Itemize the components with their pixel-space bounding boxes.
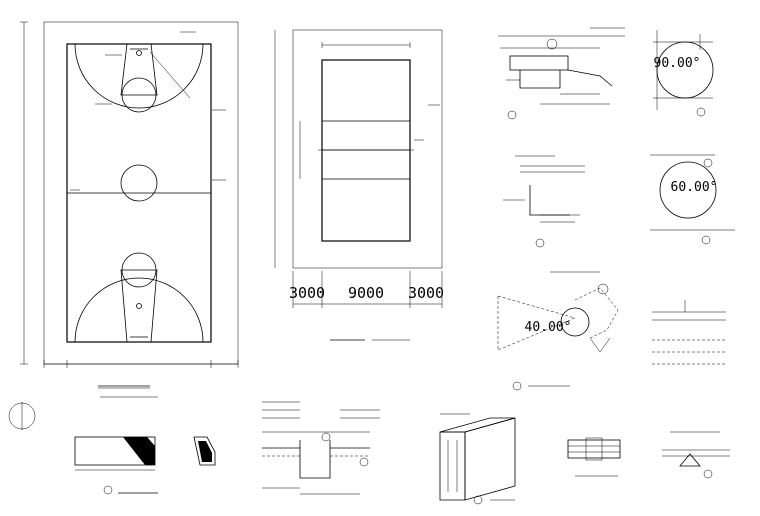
top-radius-dim xyxy=(149,51,191,99)
dim-center-9000: 9000 xyxy=(348,284,384,302)
bottom-hoop xyxy=(136,303,142,309)
detail-7 xyxy=(662,431,730,479)
detail-1-marker xyxy=(507,110,517,120)
surface-layer-detail xyxy=(652,300,726,365)
trench-cover-axonometric xyxy=(439,413,516,505)
goal-detail-marker xyxy=(103,485,113,495)
detail-6-sector: 40.00° xyxy=(497,271,619,391)
detail-2-circle: 90.00° xyxy=(653,30,714,117)
volleyball-outer-border xyxy=(292,29,443,269)
court-center-circle xyxy=(120,164,158,202)
detail-4-circle: 60.00° xyxy=(650,154,735,245)
trench-marker xyxy=(473,495,483,505)
angle-40: 40.00° xyxy=(525,320,572,335)
north-arrow xyxy=(8,402,36,430)
detail-3-curb-section xyxy=(503,155,585,248)
top-hoop xyxy=(136,50,142,56)
top-three-point-arc xyxy=(74,43,204,109)
dim-left-3000: 3000 xyxy=(289,284,325,302)
detail-7-marker xyxy=(703,469,713,479)
drain-grate-plan xyxy=(567,437,621,477)
bottom-key-lane xyxy=(120,269,158,343)
top-free-throw-circle xyxy=(121,77,157,113)
angle-90: 90.00° xyxy=(654,56,701,71)
basketball-court-plan xyxy=(20,21,239,398)
goal-side-section xyxy=(193,436,216,466)
dim-right-3000: 3000 xyxy=(408,284,444,302)
detail-5-marker xyxy=(359,457,369,467)
detail-2-marker xyxy=(696,107,706,117)
sector-wedge xyxy=(497,295,576,351)
bottom-three-point-arc xyxy=(74,277,204,343)
angle-60: 60.00° xyxy=(671,180,718,195)
goal-section-detail xyxy=(74,436,216,495)
detail-4-ring xyxy=(659,161,717,219)
goal-section-hatch xyxy=(123,437,155,465)
detail-5-drain-section xyxy=(262,401,380,495)
bottom-free-throw-circle xyxy=(121,252,157,288)
drain-channel xyxy=(299,440,331,479)
top-key-lane xyxy=(120,43,158,96)
sector-center-circle xyxy=(560,307,590,337)
detail-3-marker xyxy=(535,238,545,248)
volleyball-court-boundary xyxy=(321,59,411,242)
detail-6-marker xyxy=(512,381,522,391)
volleyball-court-plan: 3000 9000 3000 xyxy=(274,29,444,341)
detail-4-marker xyxy=(701,235,711,245)
detail-1-edge-section xyxy=(498,27,625,120)
